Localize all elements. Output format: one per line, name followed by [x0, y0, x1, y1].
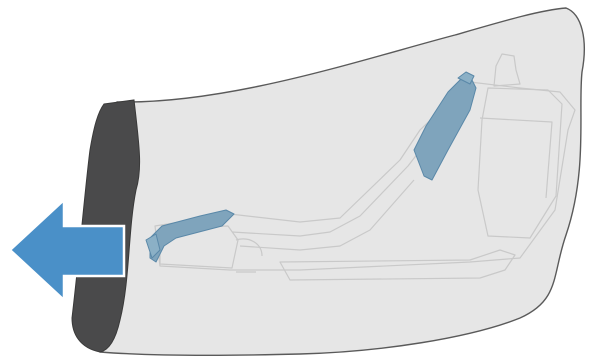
protective-bag	[95, 8, 584, 355]
